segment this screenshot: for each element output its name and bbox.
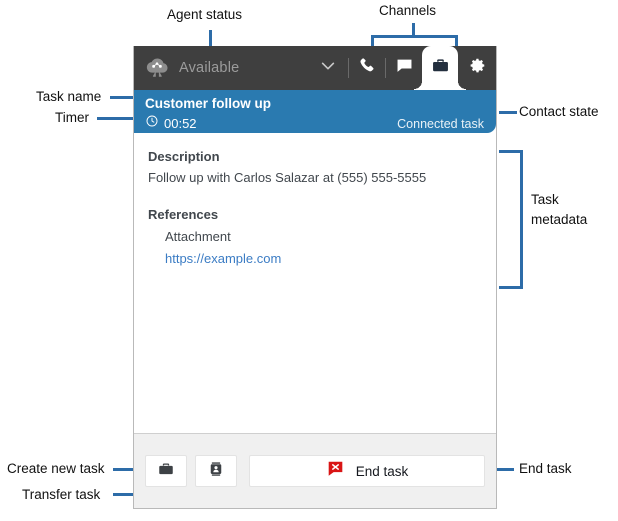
contact-subrow: 00:52 Connected task <box>145 114 484 133</box>
annotation-create-new-task-label: Create new task <box>7 461 105 476</box>
annotation-task-metadata-bracket-bottom <box>499 286 523 289</box>
annotation-task-metadata-label-line1: Task <box>531 192 559 207</box>
annotation-agent-status-label: Agent status <box>167 7 243 22</box>
amazon-connect-logo-icon <box>145 57 169 79</box>
annotation-channels-stem <box>412 23 415 37</box>
timer: 00:52 <box>145 114 197 133</box>
chevron-down-icon <box>319 57 337 80</box>
end-task-label: End task <box>355 463 409 479</box>
reference-link[interactable]: https://example.com <box>165 251 282 266</box>
annotation-task-name-label: Task name <box>36 89 102 104</box>
annotation-contact-state-leader <box>499 111 517 114</box>
reference-name: Attachment <box>165 229 231 244</box>
task-metadata-body: Description Follow up with Carlos Salaza… <box>134 133 496 475</box>
chat-bubble-icon <box>395 56 414 80</box>
channel-button-task[interactable] <box>414 46 466 90</box>
references-block: References Attachment https://example.co… <box>134 207 496 268</box>
annotation-channels-bracket-left <box>371 35 374 47</box>
channel-button-bar <box>348 46 466 90</box>
channel-button-voice[interactable] <box>349 46 385 90</box>
end-contact-icon <box>326 459 345 483</box>
description-value: Follow up with Carlos Salazar at (555) 5… <box>148 170 427 185</box>
transfer-task-button[interactable] <box>195 455 237 487</box>
clock-icon <box>145 114 159 133</box>
annotation-contact-state-label: Contact state <box>519 104 599 119</box>
agent-status-label: Available <box>179 60 240 76</box>
annotation-task-name-leader <box>110 96 135 99</box>
channel-button-chat[interactable] <box>386 46 422 90</box>
references-heading: References <box>148 207 219 222</box>
annotation-task-metadata-bracket-top <box>499 150 523 153</box>
timer-value: 00:52 <box>164 116 197 131</box>
briefcase-icon <box>431 56 450 80</box>
phone-icon <box>358 56 377 80</box>
contact-state: Connected task <box>397 116 484 131</box>
end-task-button[interactable]: End task <box>249 455 485 487</box>
annotation-agent-status-leader <box>209 30 212 47</box>
annotation-transfer-task-label: Transfer task <box>22 487 101 502</box>
ccp-panel: Available <box>133 46 497 509</box>
channel-divider-1 <box>348 58 349 78</box>
annotation-channels-bracket-right <box>455 35 458 47</box>
transfer-contact-icon <box>207 460 225 483</box>
ccp-footer-actions: End task <box>134 433 496 508</box>
briefcase-icon <box>157 460 175 483</box>
create-new-task-button[interactable] <box>145 455 187 487</box>
description-block: Description Follow up with Carlos Salaza… <box>134 149 496 185</box>
agent-status-selector[interactable]: Available <box>134 46 308 90</box>
annotation-channels-bracket-top <box>371 35 458 38</box>
agent-status-dropdown-toggle[interactable] <box>308 46 348 90</box>
settings-button[interactable] <box>458 46 496 90</box>
contact-header[interactable]: Customer follow up 00:52 Connected task <box>134 90 496 133</box>
annotation-channels-label: Channels <box>379 3 437 18</box>
annotation-task-metadata-bracket-right <box>520 150 523 289</box>
gear-icon <box>468 56 487 80</box>
annotation-timer-label: Timer <box>55 110 89 125</box>
annotation-end-task-label: End task <box>519 461 572 476</box>
ccp-top-bar: Available <box>134 46 496 90</box>
task-name: Customer follow up <box>145 96 271 111</box>
reference-list: Attachment https://example.com <box>148 229 482 268</box>
description-heading: Description <box>148 149 220 164</box>
channel-divider-2 <box>385 58 386 78</box>
annotation-task-metadata-label-line2: metadata <box>531 212 588 227</box>
annotation-timer-leader <box>97 117 135 120</box>
